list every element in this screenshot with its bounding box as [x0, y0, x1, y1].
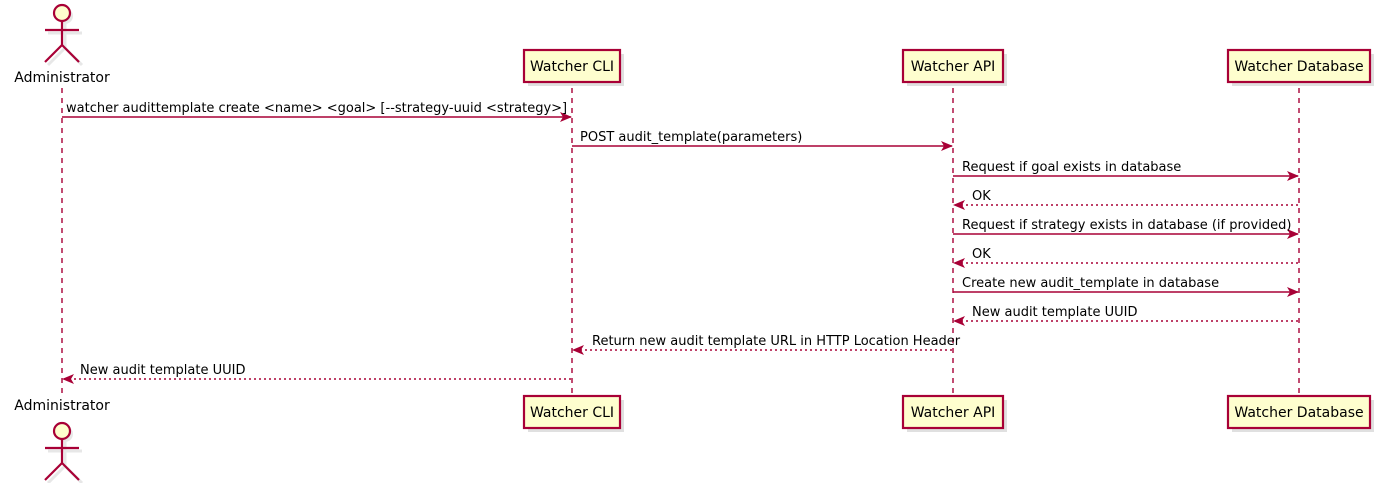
participant-box-watcher-database[interactable]: Watcher Database: [1226, 48, 1374, 86]
message-group: watcher audittemplate create <name> <goa…: [62, 101, 1299, 384]
message-8[interactable]: Return new audit template URL in HTTP Lo…: [572, 334, 961, 355]
message-0[interactable]: watcher audittemplate create <name> <goa…: [62, 101, 572, 122]
participant-label: Watcher API: [911, 405, 996, 421]
message-label: New audit template UUID: [80, 363, 245, 378]
actor-leg-right: [61, 462, 80, 481]
participant-box-rect: [1226, 394, 1372, 430]
actor-head-icon: [52, 421, 72, 441]
actor-label: Administrator: [14, 70, 110, 86]
message-label: Create new audit_template in database: [962, 276, 1219, 291]
participant-box-group: Watcher CLI Watcher CLI Watcher API Watcher…: [522, 48, 1374, 432]
actor-leg-left: [44, 44, 63, 63]
participant-label: Watcher Database: [1234, 59, 1363, 75]
actor-administrator-bottom[interactable]: Administrator: [14, 398, 110, 483]
participant-box-watcher-cli[interactable]: Watcher CLI: [522, 394, 624, 432]
participant-label: Watcher CLI: [530, 59, 614, 75]
participant-box-rect: [901, 394, 1005, 430]
participant-label: Watcher Database: [1234, 405, 1363, 421]
message-2[interactable]: Request if goal exists in database: [953, 160, 1299, 181]
message-label: Return new audit template URL in HTTP Lo…: [592, 334, 961, 349]
participant-box-rect: [522, 48, 622, 84]
participant-label: Watcher API: [911, 59, 996, 75]
message-4[interactable]: Request if strategy exists in database (…: [953, 218, 1299, 239]
actor-leg-left: [44, 462, 63, 481]
participant-box-watcher-cli[interactable]: Watcher CLI: [522, 48, 624, 86]
actor-leg-right: [61, 44, 80, 63]
participant-label: Watcher CLI: [530, 405, 614, 421]
participant-box-watcher-api[interactable]: Watcher API: [901, 48, 1007, 86]
message-3[interactable]: OK: [953, 189, 1298, 210]
participant-box-watcher-api[interactable]: Watcher API: [901, 394, 1007, 432]
participant-box-rect: [522, 394, 622, 430]
message-label: watcher audittemplate create <name> <goa…: [66, 101, 567, 116]
lifeline-group: [61, 88, 1300, 394]
participant-box-rect: [1226, 48, 1372, 84]
message-label: OK: [972, 189, 991, 204]
message-7[interactable]: New audit template UUID: [953, 305, 1298, 326]
participant-box-rect: [901, 48, 1005, 84]
message-6[interactable]: Create new audit_template in database: [953, 276, 1299, 297]
actor-label: Administrator: [14, 398, 110, 414]
message-9[interactable]: New audit template UUID: [62, 363, 571, 384]
actor-head-icon: [52, 3, 72, 23]
actor-administrator-top[interactable]: Administrator: [14, 3, 110, 86]
message-label: POST audit_template(parameters): [580, 130, 802, 145]
message-label: OK: [972, 247, 991, 262]
message-5[interactable]: OK: [953, 247, 1298, 268]
message-label: New audit template UUID: [972, 305, 1137, 320]
message-1[interactable]: POST audit_template(parameters): [572, 130, 953, 151]
message-label: Request if strategy exists in database (…: [962, 218, 1291, 233]
participant-box-watcher-database[interactable]: Watcher Database: [1226, 394, 1374, 432]
message-label: Request if goal exists in database: [962, 160, 1181, 175]
